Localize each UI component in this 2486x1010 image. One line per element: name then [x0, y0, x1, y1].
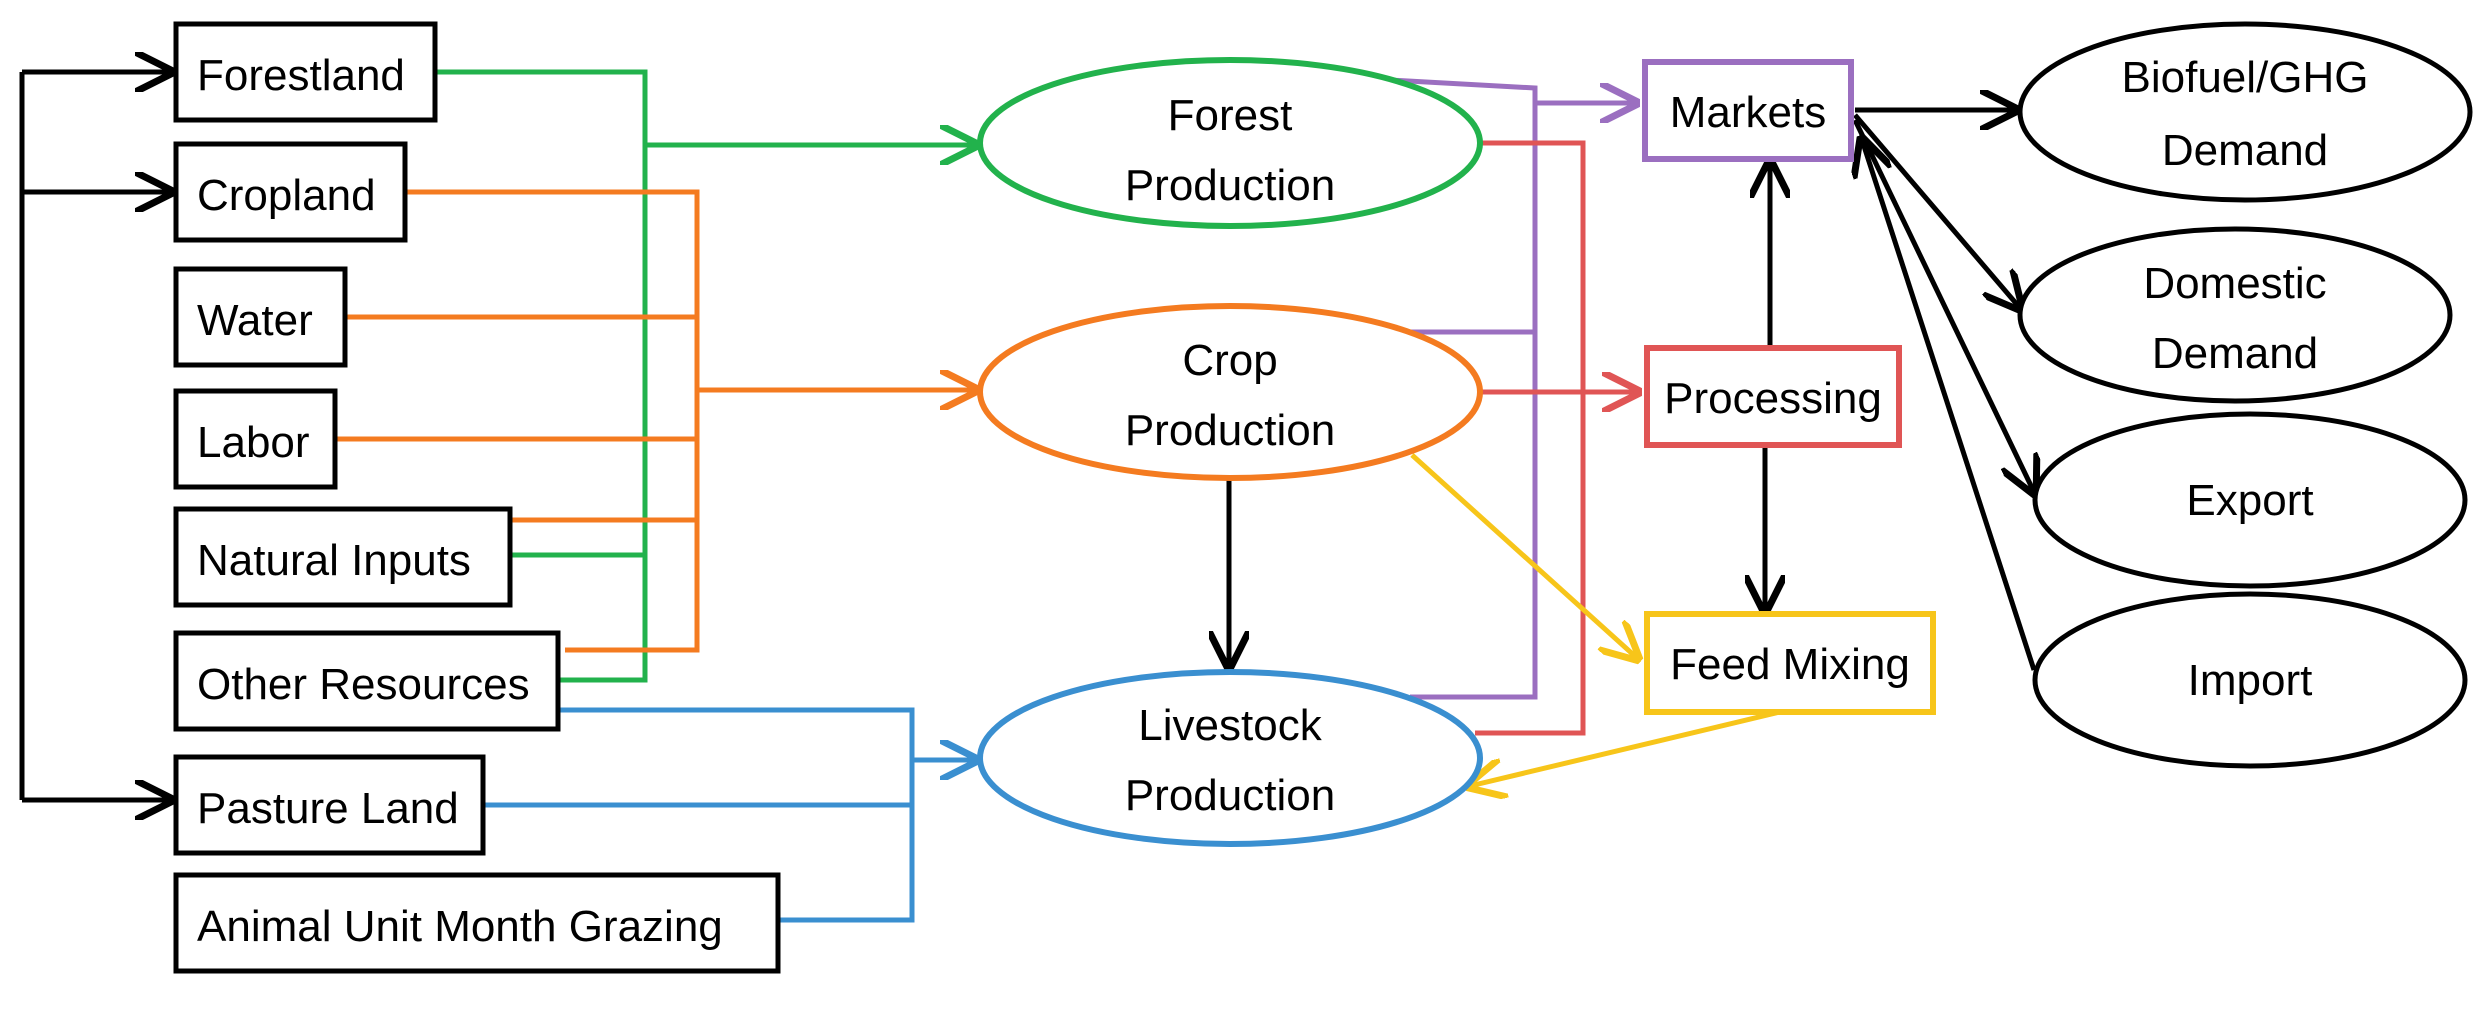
resource-label: Water	[197, 296, 313, 345]
resource-other-resources: Other Resources	[173, 630, 561, 732]
resource-label: Labor	[197, 418, 310, 467]
resource-label: Forestland	[197, 51, 405, 100]
node-label-line2: Production	[1125, 771, 1335, 820]
resource-label: Cropland	[197, 171, 376, 220]
node-label-line1: Livestock	[1138, 701, 1322, 750]
node-label: Export	[2186, 476, 2313, 525]
node-label: Import	[2188, 656, 2313, 705]
node-label-line2: Production	[1125, 406, 1335, 455]
resource-labor: Labor	[173, 388, 338, 490]
forest-input-connectors	[435, 69, 975, 683]
node-label: Processing	[1664, 374, 1882, 423]
land-allocation-connector	[19, 72, 170, 800]
resource-cropland: Cropland	[173, 141, 408, 243]
import-node: Import	[2032, 591, 2468, 769]
node-label-line1: Forest	[1168, 91, 1293, 140]
forest-production-node: Forest Production	[977, 57, 1483, 229]
node-label: Markets	[1670, 88, 1826, 137]
export-node: Export	[2032, 411, 2468, 589]
livestock-production-node: Livestock Production	[977, 669, 1483, 847]
resource-label: Animal Unit Month Grazing	[197, 902, 723, 951]
resource-aum-grazing: Animal Unit Month Grazing	[173, 872, 781, 974]
livestock-input-connectors	[483, 707, 975, 923]
node-label-line2: Production	[1125, 161, 1335, 210]
feed-mixing-node: Feed Mixing	[1644, 611, 1936, 715]
node-label-line1: Crop	[1182, 336, 1277, 385]
domestic-demand-node: Domestic Demand	[2017, 226, 2453, 404]
resource-water: Water	[173, 266, 348, 368]
resource-natural-inputs: Natural Inputs	[173, 506, 513, 608]
resource-label: Other Resources	[197, 660, 530, 709]
resource-label: Natural Inputs	[197, 536, 471, 585]
crop-input-connectors	[335, 189, 975, 653]
internal-flow-connectors	[1229, 163, 1770, 666]
node-label-line1: Domestic	[2143, 259, 2326, 308]
markets-node: Markets	[1642, 59, 1854, 162]
to-processing-connectors	[1475, 140, 1637, 736]
crop-production-node: Crop Production	[977, 303, 1483, 481]
resource-pasture-land: Pasture Land	[173, 754, 486, 856]
biofuel-ghg-demand-node: Biofuel/GHG Demand	[2017, 21, 2473, 203]
resource-label: Pasture Land	[197, 784, 459, 833]
node-label-line2: Demand	[2162, 126, 2328, 175]
node-label: Feed Mixing	[1670, 640, 1910, 689]
node-label-line1: Biofuel/GHG	[2122, 53, 2369, 102]
demand-connectors	[1855, 110, 2034, 671]
resource-forestland: Forestland	[173, 21, 438, 123]
node-label-line2: Demand	[2152, 329, 2318, 378]
feed-connectors	[1410, 453, 1781, 786]
processing-node: Processing	[1644, 345, 1902, 448]
